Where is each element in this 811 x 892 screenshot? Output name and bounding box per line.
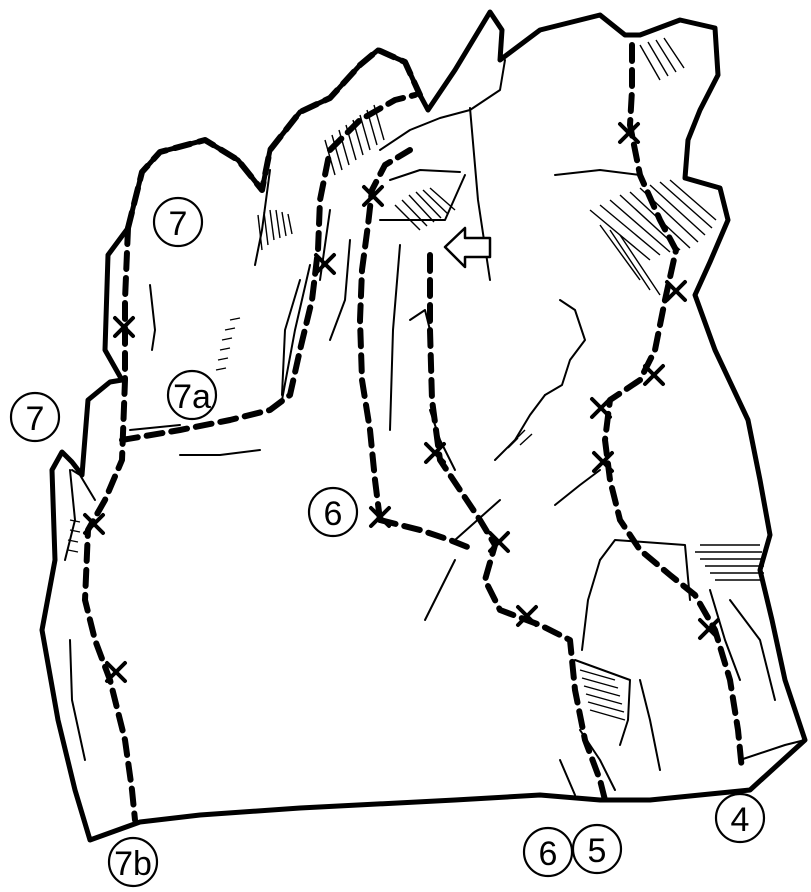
svg-text:6: 6 bbox=[324, 495, 343, 533]
svg-text:7: 7 bbox=[169, 205, 188, 243]
route-marker-6-mid: 6 bbox=[309, 488, 357, 536]
svg-text:7b: 7b bbox=[114, 845, 152, 883]
route-marker-7-left: 7 bbox=[11, 393, 59, 441]
route-marker-5-base: 5 bbox=[573, 825, 621, 873]
route-marker-7a: 7a bbox=[168, 371, 216, 419]
route-marker-7b: 7b bbox=[109, 838, 157, 886]
route-marker-6-base: 6 bbox=[524, 828, 572, 876]
rock-outline bbox=[42, 12, 805, 840]
svg-text:7a: 7a bbox=[173, 378, 211, 416]
route-marker-7-top: 7 bbox=[154, 198, 202, 246]
svg-text:5: 5 bbox=[588, 832, 607, 870]
route-marker-4-base: 4 bbox=[716, 794, 764, 842]
svg-text:6: 6 bbox=[539, 835, 558, 873]
svg-text:4: 4 bbox=[731, 801, 750, 839]
svg-text:7: 7 bbox=[26, 400, 45, 438]
